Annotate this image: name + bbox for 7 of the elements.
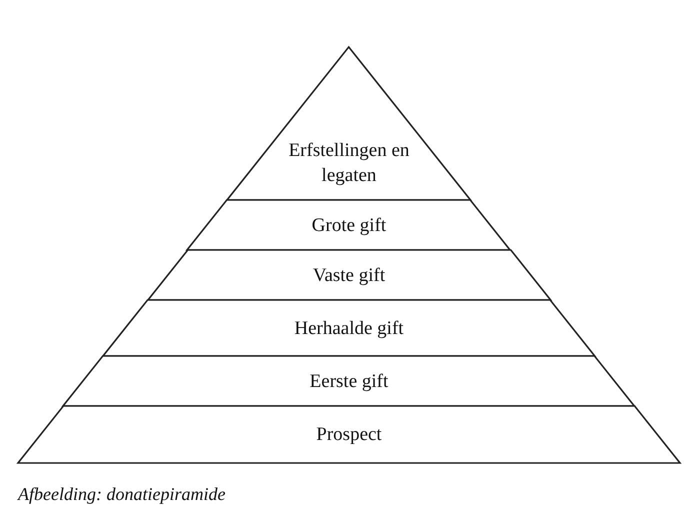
tier-label: Grote gift [310,214,388,238]
tier-label: Herhaalde gift [293,316,405,340]
tier-label: Erfstellingen en legaten [288,139,410,188]
tier-label: Prospect [315,423,383,447]
tier-label: Eerste gift [308,370,390,394]
figure-caption: Afbeelding: donatiepiramide [18,484,226,505]
tier-label: Vaste gift [312,264,386,288]
